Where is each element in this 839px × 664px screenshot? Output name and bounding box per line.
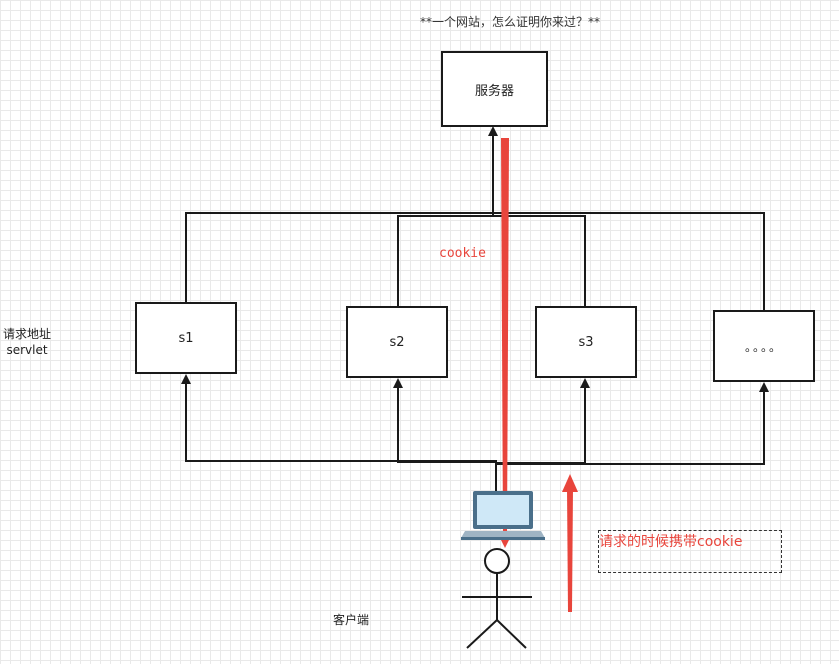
- server-box: 服务器: [441, 51, 548, 127]
- client-label: 客户端: [333, 613, 370, 627]
- top-connectors: [185, 126, 765, 311]
- servlet-box-s2: s2: [346, 306, 448, 378]
- request-address-line2: servlet: [6, 343, 48, 357]
- bottom-connectors: [181, 374, 769, 492]
- red-arrow-to-server: [497, 138, 513, 548]
- client-figure-icon: [462, 548, 532, 649]
- request-address-line1: 请求地址: [2, 327, 51, 341]
- servlet-box-s3: s3: [535, 306, 637, 378]
- note-box: [598, 530, 782, 573]
- servlet-box-s1: s1: [135, 302, 237, 374]
- servlet-box-more: 。。。。: [713, 310, 815, 382]
- note-text: 请求的时候携带cookie: [599, 534, 743, 550]
- diagram-title: **一个网站，怎么证明你来过？**: [419, 15, 600, 29]
- cookie-label: cookie: [439, 246, 486, 261]
- laptop-icon: [461, 491, 545, 540]
- red-arrow-up: [562, 474, 578, 612]
- request-address-label: 请求地址 servlet: [0, 326, 54, 358]
